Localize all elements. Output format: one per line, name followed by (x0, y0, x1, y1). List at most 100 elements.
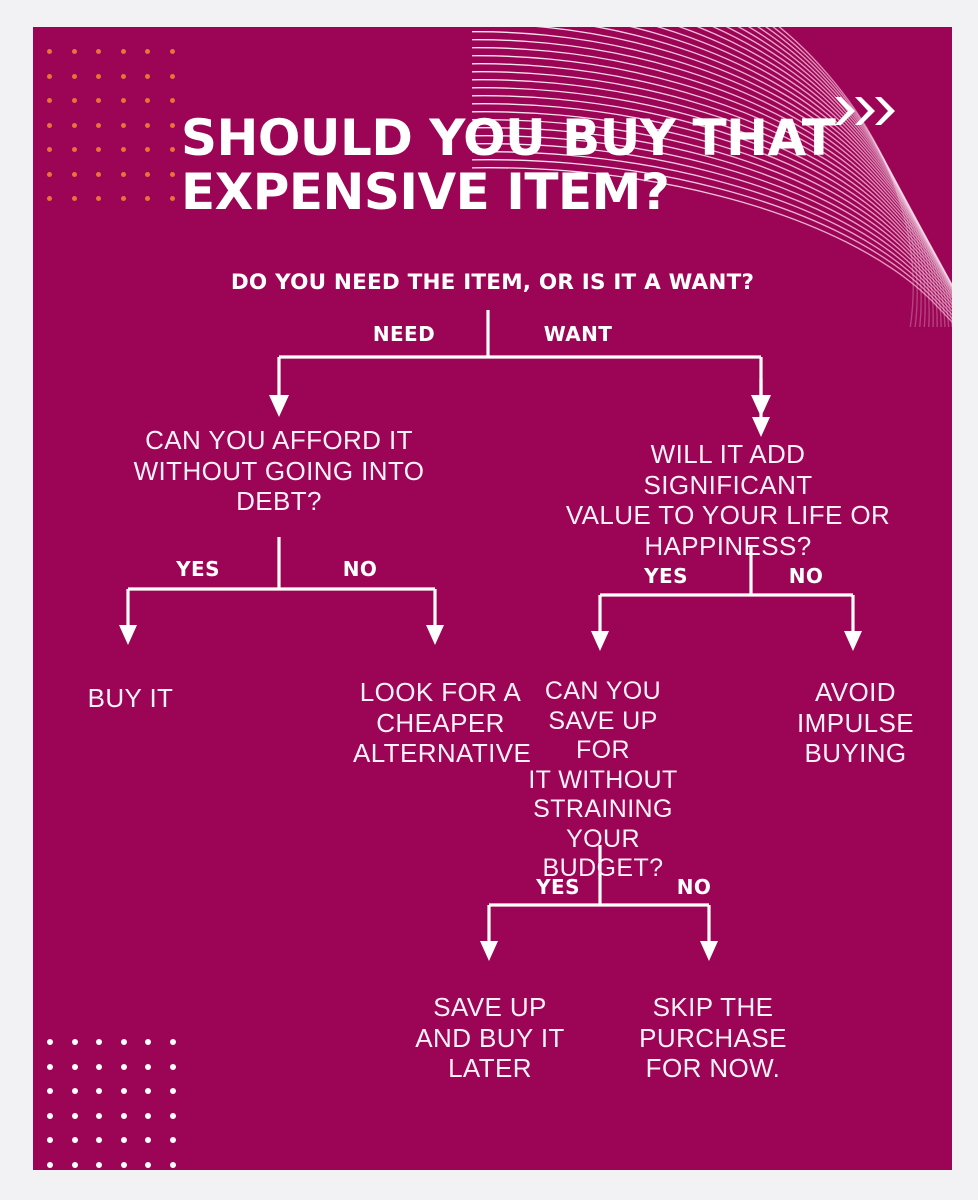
dot (145, 73, 150, 79)
dot (169, 122, 175, 128)
dot (71, 1039, 78, 1045)
dot (96, 98, 101, 103)
edge-label-q3-yes: YES (536, 875, 580, 899)
edge-label-q2-yes: YES (644, 564, 688, 588)
dot (145, 49, 150, 54)
dot (96, 1112, 102, 1119)
dot-grid-bottom-left (47, 1039, 194, 1170)
dot (96, 122, 101, 128)
poster-card: SHOULD YOU BUY THAT EXPENSIVE ITEM? DO Y… (33, 27, 952, 1170)
dot (47, 1137, 53, 1143)
dot (96, 49, 101, 54)
dot (169, 1088, 176, 1094)
dot (120, 1161, 127, 1168)
dot (71, 122, 77, 128)
dot (47, 147, 52, 152)
page-title-line-1: SHOULD YOU BUY THAT (181, 109, 836, 167)
dot (145, 1088, 151, 1094)
edge-label-q3-no: NO (676, 875, 712, 899)
node-outcome-buy-it: BUY IT (87, 683, 174, 713)
dot (169, 171, 175, 177)
dot (120, 98, 126, 103)
dot (169, 1137, 176, 1143)
dot (120, 1039, 127, 1045)
dot (71, 147, 77, 152)
dot (145, 1063, 151, 1070)
dot (120, 1088, 127, 1094)
dot (120, 196, 126, 201)
dot (71, 171, 77, 177)
dot (71, 49, 77, 54)
dot (96, 147, 101, 152)
dot (145, 122, 150, 128)
dot (71, 1161, 78, 1168)
dot (120, 147, 126, 152)
dot (145, 1137, 151, 1143)
page-title: SHOULD YOU BUY THAT EXPENSIVE ITEM? (181, 111, 861, 219)
dot (96, 1161, 102, 1168)
dot (96, 1063, 102, 1070)
dot (96, 171, 101, 177)
dot (169, 147, 175, 152)
dot (47, 73, 52, 79)
edge-label-q1-no: NO (342, 557, 378, 581)
dot (169, 1063, 176, 1070)
triple-chevron-right-icon (835, 97, 895, 125)
dot (120, 1112, 127, 1119)
dot (145, 147, 150, 152)
page-title-line-2: EXPENSIVE ITEM? (181, 163, 670, 221)
dot (145, 98, 150, 103)
dot (169, 1161, 176, 1168)
dot (145, 196, 150, 201)
dot (120, 73, 126, 79)
dot (145, 1112, 151, 1119)
dot (145, 1039, 151, 1045)
flow-connectors (119, 310, 862, 961)
dot (47, 1039, 53, 1045)
edge-label-q2-no: NO (788, 564, 824, 588)
dot (47, 98, 52, 103)
dot (120, 49, 126, 54)
dot (71, 1063, 78, 1070)
dot (96, 1039, 102, 1045)
dot (96, 73, 101, 79)
dot-grid-top-left (47, 49, 194, 221)
edge-label-q1-yes: YES (176, 557, 220, 581)
edge-label-want: WANT (543, 322, 613, 346)
dot (47, 122, 52, 128)
dot (120, 122, 126, 128)
dot (96, 196, 101, 201)
dot (71, 1137, 78, 1143)
dot (169, 49, 175, 54)
root-question: DO YOU NEED THE ITEM, OR IS IT A WANT? (230, 270, 755, 295)
dot (120, 1137, 127, 1143)
dot (71, 1088, 78, 1094)
dot (71, 196, 77, 201)
dot (47, 1161, 53, 1168)
edge-label-need: NEED (372, 322, 436, 346)
dot (47, 1063, 53, 1070)
dot (71, 98, 77, 103)
dot (47, 49, 52, 54)
dot (120, 171, 126, 177)
dot (169, 196, 175, 201)
dot (47, 171, 52, 177)
dot (145, 1161, 151, 1168)
dot (169, 73, 175, 79)
dot (169, 1039, 176, 1045)
dot (169, 1112, 176, 1119)
dot (120, 1063, 127, 1070)
dot (145, 171, 150, 177)
dot (47, 196, 52, 201)
dot (96, 1137, 102, 1143)
dot (47, 1088, 53, 1094)
dot (71, 1112, 78, 1119)
dot (47, 1112, 53, 1119)
dot (169, 98, 175, 103)
